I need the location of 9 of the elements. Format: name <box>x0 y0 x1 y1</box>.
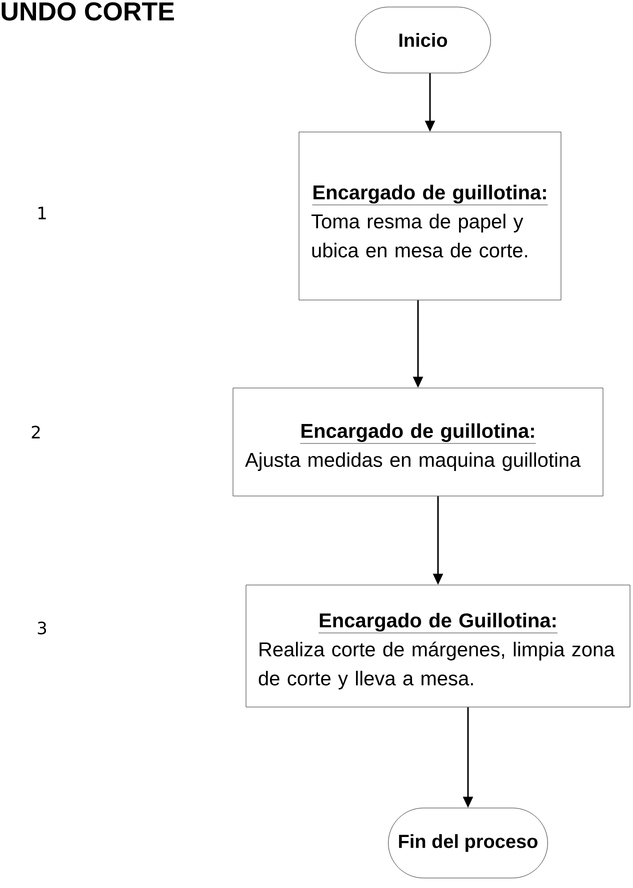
diagram-title: UNDO CORTE <box>2 2 174 21</box>
step-number: 2 <box>32 426 40 438</box>
terminal-box: Fin del proceso <box>388 808 548 878</box>
process-box: Encargado de guillotina: Toma resma de papel y ubica en mesa de corte. <box>298 132 562 300</box>
terminal-box: Inicio <box>355 6 491 74</box>
step-number: 3 <box>38 622 46 634</box>
step-number: 1 <box>38 206 46 220</box>
process-box: Encargado de Guillotina: Realiza corte de márgenes, limpia zona de corte y lleva a mesa. <box>246 584 630 708</box>
process-box: Encargado de guillotina: Ajusta medidas en maquina guillotina <box>232 388 604 496</box>
